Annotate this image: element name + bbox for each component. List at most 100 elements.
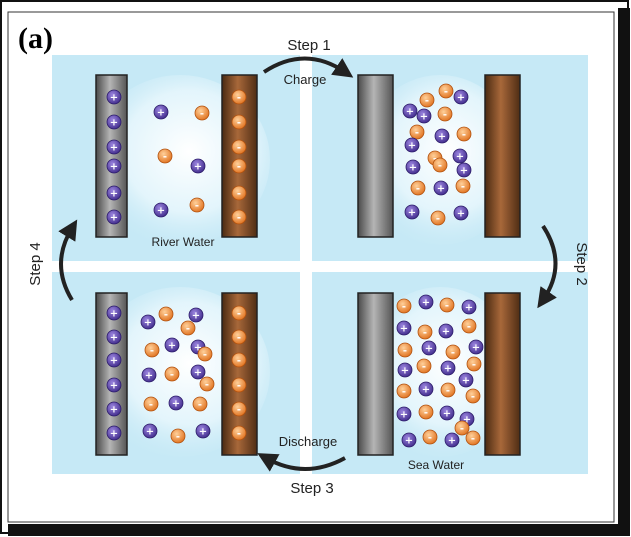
free-ion-q3: -	[144, 342, 160, 358]
svg-text:-: -	[460, 424, 464, 435]
svg-text:-: -	[402, 387, 406, 398]
step3-title: Step 3	[290, 480, 333, 497]
free-ion-q1: -	[189, 197, 205, 213]
adsorbed-anion-q3: -	[231, 377, 247, 393]
electrode-left-q2	[357, 74, 394, 238]
free-ion-q3: +	[190, 364, 206, 380]
adsorbed-anion-q1: -	[231, 89, 247, 105]
free-ion-q4: +	[421, 340, 437, 356]
step1-arrow	[262, 56, 354, 78]
adsorbed-anion-q3: -	[231, 329, 247, 345]
sea-water-caption: Sea Water	[408, 458, 464, 472]
svg-text:-: -	[203, 350, 207, 361]
svg-text:-: -	[237, 381, 241, 392]
step3-arrow	[257, 453, 346, 472]
free-ion-q4: -	[466, 356, 482, 372]
adsorbed-anion-q1: -	[231, 185, 247, 201]
svg-text:-: -	[170, 370, 174, 381]
free-ion-q1: +	[153, 202, 169, 218]
svg-text:+: +	[400, 410, 408, 421]
svg-text:-: -	[237, 118, 241, 129]
svg-text:+: +	[405, 436, 413, 447]
free-ion-q3: +	[188, 307, 204, 323]
free-ion-q3: +	[195, 423, 211, 439]
svg-text:-: -	[237, 213, 241, 224]
svg-text:+: +	[199, 427, 207, 438]
adsorbed-anion-q1: -	[231, 114, 247, 130]
svg-text:-: -	[186, 324, 190, 335]
free-ion-q3: +	[142, 423, 158, 439]
free-ion-q2: -	[438, 83, 454, 99]
adsorbed-cation-q3: +	[106, 352, 122, 368]
free-ion-q4: -	[461, 318, 477, 334]
svg-text:+: +	[408, 141, 416, 152]
svg-text:+: +	[194, 343, 202, 354]
svg-text:+: +	[444, 364, 452, 375]
free-ion-q4: +	[418, 381, 434, 397]
svg-text:+: +	[457, 93, 465, 104]
adsorbed-anion-q1: -	[231, 139, 247, 155]
svg-text:-: -	[198, 400, 202, 411]
free-ion-q3: -	[158, 306, 174, 322]
svg-text:+: +	[457, 209, 465, 220]
svg-text:+: +	[172, 399, 180, 410]
svg-text:-: -	[402, 302, 406, 313]
adsorbed-cation-q1: +	[106, 89, 122, 105]
frame-shadow-right	[618, 8, 630, 536]
free-ion-q1: -	[157, 148, 173, 164]
free-ion-q4: +	[401, 432, 417, 448]
free-ion-q3: -	[180, 320, 196, 336]
svg-text:+: +	[110, 93, 118, 104]
free-ion-q3: +	[140, 314, 156, 330]
free-ion-q4: -	[396, 383, 412, 399]
free-ion-q4: -	[422, 429, 438, 445]
svg-text:+: +	[192, 311, 200, 322]
svg-text:+: +	[194, 162, 202, 173]
svg-text:+: +	[110, 381, 118, 392]
free-ion-q2: +	[434, 128, 450, 144]
svg-text:-: -	[471, 434, 475, 445]
svg-text:-: -	[467, 322, 471, 333]
free-ion-q1: -	[194, 105, 210, 121]
free-ion-q2: -	[419, 92, 435, 108]
free-ion-q2: +	[402, 103, 418, 119]
adsorbed-cation-q1: +	[106, 158, 122, 174]
free-ion-q4: -	[417, 324, 433, 340]
free-ion-q2: +	[452, 148, 468, 164]
adsorbed-anion-q1: -	[231, 209, 247, 225]
free-ion-q4: -	[416, 358, 432, 374]
svg-text:-: -	[237, 333, 241, 344]
svg-text:+: +	[400, 324, 408, 335]
free-ion-q4: +	[468, 339, 484, 355]
svg-text:+: +	[110, 333, 118, 344]
free-ion-q3: -	[164, 366, 180, 382]
electrode-right-q2	[484, 74, 521, 238]
free-ion-q3: -	[143, 396, 159, 412]
svg-text:+: +	[408, 208, 416, 219]
free-ion-q2: +	[404, 204, 420, 220]
svg-text:-: -	[237, 356, 241, 367]
svg-text:+: +	[110, 118, 118, 129]
adsorbed-anion-q3: -	[231, 305, 247, 321]
free-ion-q3: +	[164, 337, 180, 353]
svg-text:+: +	[146, 427, 154, 438]
free-ion-q4: -	[445, 344, 461, 360]
free-ion-q4: -	[396, 298, 412, 314]
svg-text:+: +	[422, 385, 430, 396]
step4-title: Step 4	[27, 242, 44, 285]
svg-text:-: -	[438, 161, 442, 172]
free-ion-q2: -	[455, 178, 471, 194]
free-ion-q3: +	[141, 367, 157, 383]
free-ion-q2: -	[409, 124, 425, 140]
svg-text:-: -	[200, 109, 204, 120]
step1-title: Step 1	[287, 37, 330, 54]
svg-text:+: +	[456, 152, 464, 163]
electrodes	[95, 74, 521, 456]
svg-text:+: +	[401, 366, 409, 377]
svg-text:-: -	[462, 130, 466, 141]
svg-text:+: +	[406, 107, 414, 118]
svg-text:-: -	[237, 189, 241, 200]
adsorbed-cation-q3: +	[106, 377, 122, 393]
free-ion-q2: -	[430, 210, 446, 226]
